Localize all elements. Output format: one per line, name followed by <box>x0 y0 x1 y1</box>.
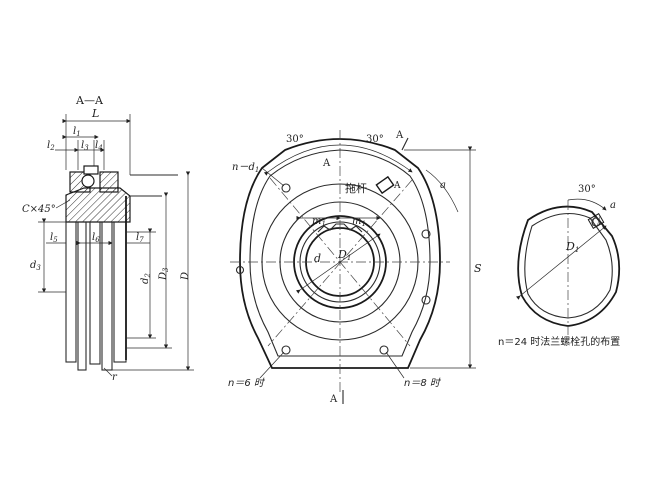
bolt-hole <box>421 295 431 305</box>
angle-arc-small <box>567 198 607 211</box>
bolt-hole <box>421 229 431 239</box>
dim-l5-label: l5 <box>50 232 58 244</box>
dim-l7-label: l7 <box>136 232 144 244</box>
front-view: 30° 30° A A A 拖杆 A n－d1 m1 m1 d D1 a <box>228 130 482 405</box>
dim-l6-label: l6 <box>92 232 100 244</box>
leader <box>55 199 71 209</box>
dim-D3-label: D3 <box>158 267 170 281</box>
lever-block <box>375 175 395 195</box>
bolt-circle <box>81 174 95 188</box>
section-mark-a-center: A <box>322 158 331 169</box>
leader <box>103 367 113 377</box>
bolt-hole <box>281 345 291 355</box>
leader <box>385 351 405 379</box>
bolt-head <box>83 165 99 175</box>
section-mark-line <box>401 137 409 151</box>
bolt-hole <box>281 183 291 193</box>
n24-caption: n＝24 时法兰螺栓孔的布置 <box>498 335 620 348</box>
dim-l4-label: l4 <box>95 140 103 152</box>
dim-m2-label: m1 <box>352 216 366 228</box>
dim-D1-line <box>295 233 381 294</box>
radius-label: r <box>112 372 118 383</box>
flange-outline-small <box>517 205 621 327</box>
section-mark-top: A <box>395 130 404 141</box>
section-mark-bottom: A <box>329 394 338 405</box>
dim-D1-label: D1 <box>337 248 351 262</box>
flange-inner-small <box>524 212 613 319</box>
leader <box>261 167 285 187</box>
dim-l2-label: l2 <box>47 140 55 152</box>
bolt-hole <box>379 345 389 355</box>
angle-left-label: 30° <box>286 134 304 145</box>
dim-l3-label: l3 <box>81 140 89 152</box>
plate <box>65 221 77 363</box>
lever-section <box>99 171 119 193</box>
dim-D-label: D <box>180 272 191 281</box>
n8-label: n＝8 时 <box>404 377 442 389</box>
angle-arc <box>263 144 413 176</box>
plate <box>89 221 101 365</box>
dim-d2-label: d2 <box>140 273 152 284</box>
plate <box>101 221 113 371</box>
section-title: A—A <box>75 94 104 107</box>
bolt-block <box>587 212 605 230</box>
dim-a-label: a <box>440 180 446 191</box>
dim-a-arc <box>425 169 459 213</box>
dim-l1-label: l1 <box>73 126 81 138</box>
plate <box>113 221 127 363</box>
dim-m1-label: m1 <box>312 216 326 228</box>
flange-outline <box>239 138 441 369</box>
section-mark-small: A <box>393 181 401 191</box>
leader <box>259 351 285 379</box>
dim-a-small-label: a <box>610 200 616 211</box>
dim-D1-small-label: D1 <box>565 240 579 254</box>
angle-small-label: 30° <box>578 184 596 195</box>
bolt-hole <box>235 265 245 275</box>
dim-L-label: L <box>91 107 99 120</box>
dim-d-label: d <box>314 252 321 265</box>
dim-D1-small-line <box>515 225 607 300</box>
section-view-a-a: A—A L l1 l2 l3 l4 C×45° <box>22 94 194 383</box>
n6-label: n＝6 时 <box>228 377 266 389</box>
lever-label: 拖杆 <box>345 181 367 195</box>
dim-d3-label: d3 <box>30 260 41 272</box>
bolt-layout-view: D1 30° a n＝24 时法兰螺栓孔的布置 <box>498 184 620 348</box>
dim-S-label: S <box>474 262 482 275</box>
hole-label: n－d1 <box>232 162 259 174</box>
plate <box>77 221 87 371</box>
chamfer-label: C×45° <box>22 204 56 215</box>
angle-right-label: 30° <box>366 134 384 145</box>
hub-section <box>65 187 131 223</box>
